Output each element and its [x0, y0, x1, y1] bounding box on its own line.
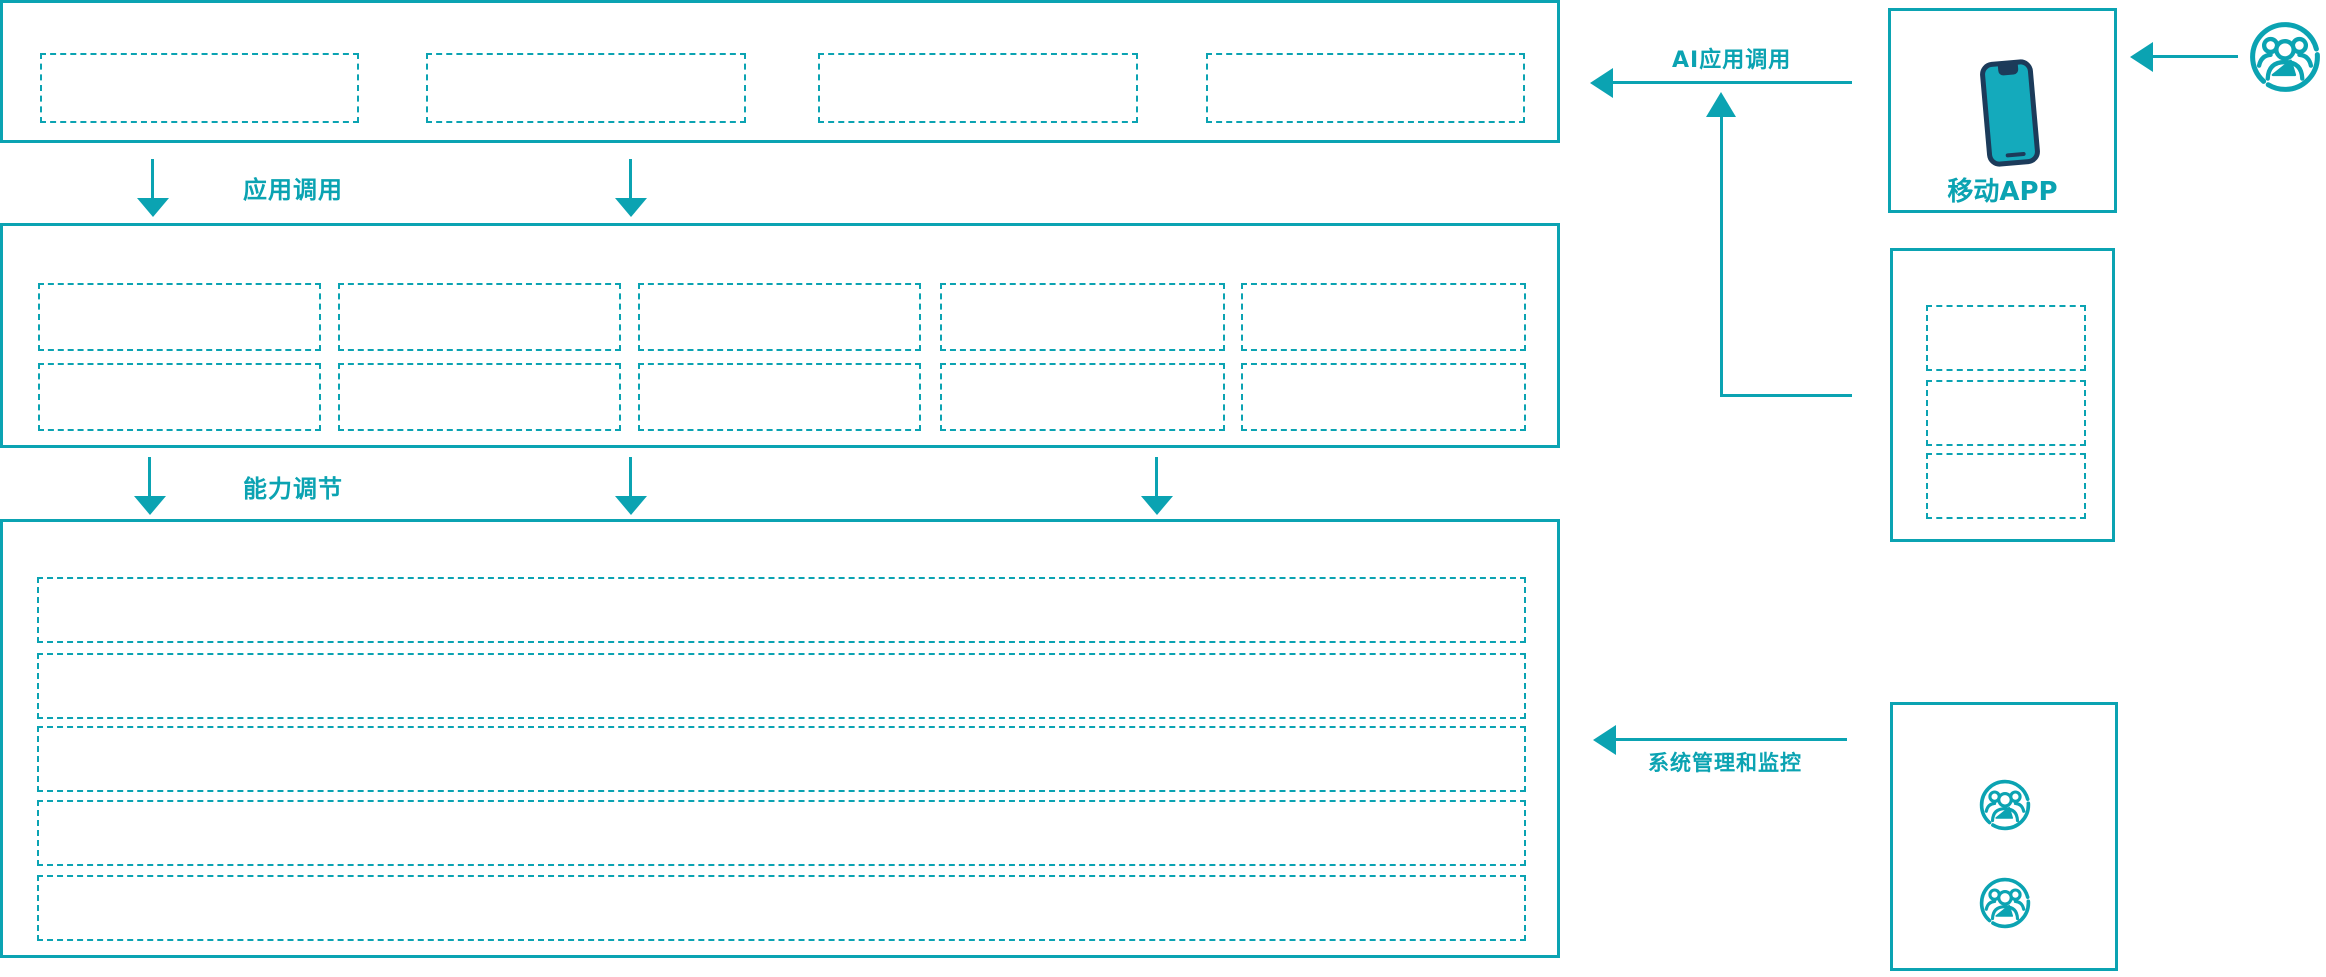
- placeholder-box: [940, 363, 1225, 431]
- mobile-app-label: 移动APP: [1947, 177, 2058, 207]
- users-group-icon: [2249, 21, 2321, 93]
- placeholder-box: [1926, 380, 2086, 446]
- placeholder-box: [940, 283, 1225, 351]
- users-group-icon: [1979, 877, 2031, 929]
- ai-app-call-label: AI应用调用: [1672, 48, 1792, 73]
- up-arrow-head: [1706, 92, 1736, 117]
- ai-app-call-line: [1612, 81, 1852, 84]
- capability-adjust-label: 能力调节: [243, 475, 343, 503]
- placeholder-box: [37, 800, 1526, 866]
- middle-band-box: [0, 223, 1560, 448]
- system-monitor-head: [1593, 725, 1616, 755]
- placeholder-box: [426, 53, 746, 123]
- top-band-box: [0, 0, 1560, 143]
- down-arrow-2-shaft: [629, 159, 632, 201]
- app-call-label: 应用调用: [243, 176, 343, 204]
- placeholder-box: [38, 283, 321, 351]
- admin-panel-box: [1890, 248, 2115, 542]
- down-arrow-2-head: [615, 198, 647, 217]
- placeholder-box: [338, 283, 621, 351]
- down-arrow-3-head: [134, 496, 166, 515]
- system-monitor-label: 系统管理和监控: [1648, 751, 1802, 775]
- placeholder-box: [1206, 53, 1525, 123]
- placeholder-box: [638, 283, 921, 351]
- placeholder-box: [1926, 453, 2086, 519]
- operators-box: [1890, 702, 2118, 971]
- smartphone-icon: [1975, 57, 2044, 170]
- mobile-app-box: 移动APP: [1888, 8, 2117, 213]
- placeholder-box: [40, 53, 359, 123]
- elbow-line: [1720, 394, 1852, 397]
- down-arrow-1-shaft: [151, 159, 154, 201]
- up-arrow-shaft: [1720, 115, 1723, 397]
- placeholder-box: [37, 875, 1526, 941]
- placeholder-box: [37, 726, 1526, 792]
- down-arrow-4-head: [615, 496, 647, 515]
- placeholder-box: [818, 53, 1138, 123]
- down-arrow-4-shaft: [629, 457, 632, 499]
- placeholder-box: [1241, 363, 1526, 431]
- placeholder-box: [37, 577, 1526, 643]
- users-group-icon: [1979, 779, 2031, 831]
- down-arrow-5-shaft: [1155, 457, 1158, 499]
- down-arrow-3-shaft: [148, 457, 151, 499]
- system-monitor-line: [1615, 738, 1847, 741]
- placeholder-box: [1926, 305, 2086, 371]
- user-to-app-line: [2152, 55, 2238, 58]
- placeholder-box: [38, 363, 321, 431]
- placeholder-box: [1241, 283, 1526, 351]
- down-arrow-1-head: [137, 198, 169, 217]
- placeholder-box: [638, 363, 921, 431]
- placeholder-box: [338, 363, 621, 431]
- ai-app-call-head: [1590, 68, 1613, 98]
- bottom-band-box: [0, 519, 1560, 958]
- user-to-app-head: [2130, 42, 2153, 72]
- placeholder-box: [37, 653, 1526, 719]
- down-arrow-5-head: [1141, 496, 1173, 515]
